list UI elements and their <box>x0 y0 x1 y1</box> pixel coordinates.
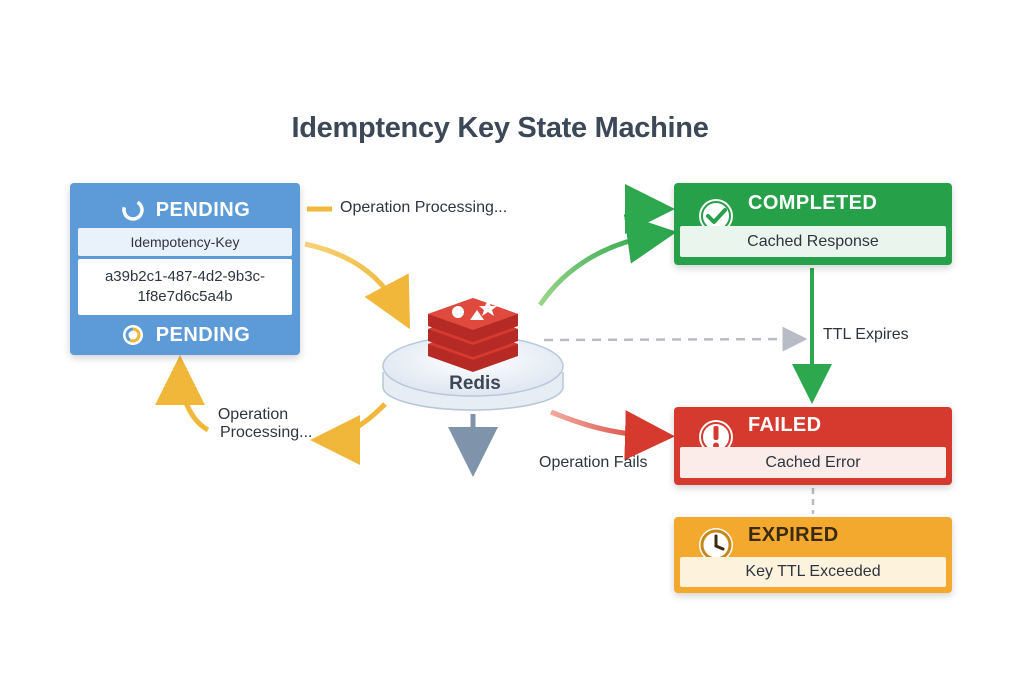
label-operation-processing-left-line1: Operation <box>217 406 289 423</box>
arrow-pending-redis <box>304 241 411 330</box>
idempotency-key-text: a39b2c1-487-4d2-9b3c-1f8e7d6c5a4b <box>104 268 266 305</box>
pending-header: PENDING <box>70 193 300 227</box>
expired-subtitle: Key TTL Exceeded <box>680 557 946 587</box>
label-operation-fails: Operation Fails <box>539 454 648 471</box>
completed-subtitle: Cached Response <box>680 226 946 257</box>
expired-header: EXPIRED <box>748 524 839 546</box>
pending-footer: PENDING <box>70 318 300 352</box>
pending-state-card: PENDING Idempotency-Key a39b2c1-487-4d2-… <box>70 183 300 355</box>
failed-subtitle: Cached Error <box>680 447 946 478</box>
check-circle-icon <box>699 199 733 233</box>
arrow-redis-completed <box>537 214 677 307</box>
failed-header: FAILED <box>748 414 822 436</box>
arrow-return-pending-up <box>155 355 210 433</box>
spinner-icon <box>122 325 143 345</box>
idempotency-key-label: Idempotency-Key <box>78 228 292 256</box>
diagram-title: Idemptency Key State Machine <box>291 112 709 144</box>
pending-header-label: PENDING <box>155 198 251 221</box>
redis-label: Redis <box>449 373 501 394</box>
idempotency-key-value: a39b2c1-487-4d2-9b3c-1f8e7d6c5a4b <box>78 259 292 315</box>
label-ttl-expires: TTL Expires <box>823 326 909 343</box>
failed-state-card: FAILED Cached Error <box>674 407 952 485</box>
redis-stack-icon <box>428 298 518 372</box>
arrow-redis-pending-return <box>310 402 387 465</box>
completed-header: COMPLETED <box>748 192 878 214</box>
label-operation-processing-left: Operation Processing... <box>204 406 313 442</box>
expired-state-card: EXPIRED Key TTL Exceeded <box>674 517 952 593</box>
dashed-redis-ttl <box>543 326 808 352</box>
label-operation-processing-left-line2: Processing... <box>220 424 313 441</box>
completed-state-card: COMPLETED Cached Response <box>674 183 952 265</box>
spinner-icon <box>121 199 144 221</box>
pending-footer-label: PENDING <box>155 323 251 346</box>
label-operation-processing-top: Operation Processing... <box>340 199 508 216</box>
arrow-redis-failed <box>550 409 675 461</box>
